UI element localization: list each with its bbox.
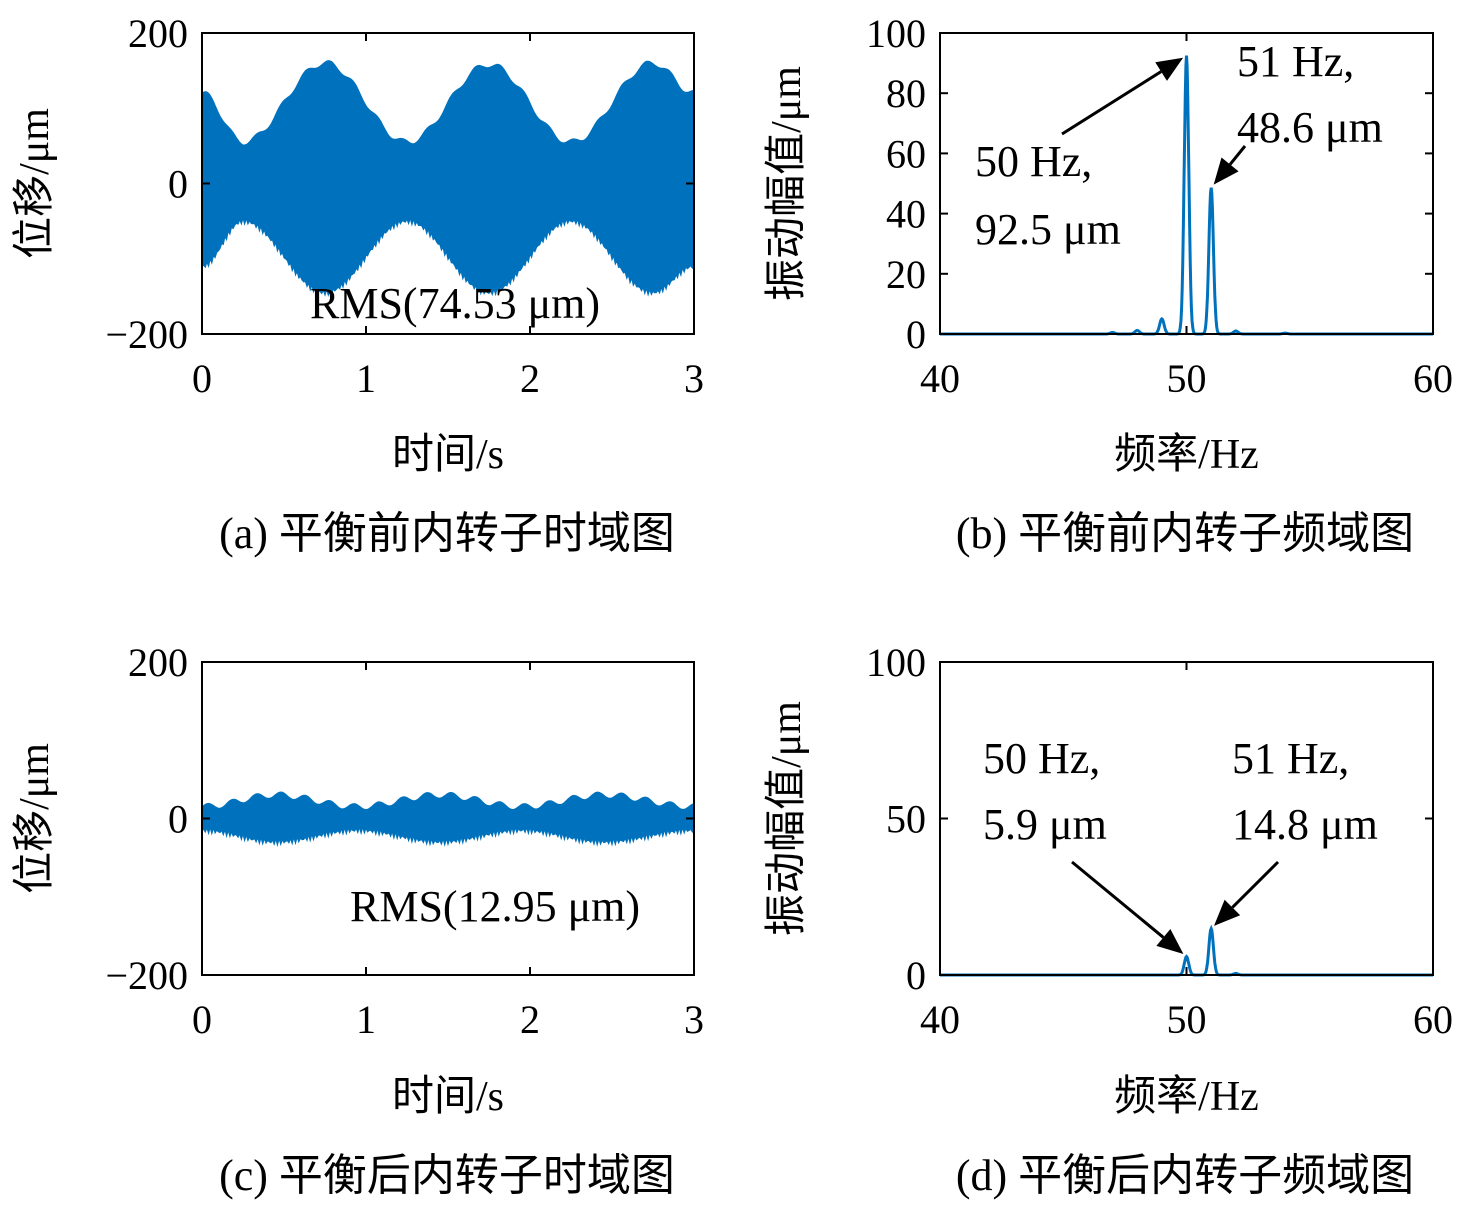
spectrum-line [940, 55, 1433, 336]
x-tick-label: 2 [520, 356, 540, 401]
y-axis-label: 位移/μm [11, 743, 58, 894]
x-tick-label: 40 [920, 997, 960, 1042]
panel-d: 40 50 60 100 50 0 频率/Hz 振动幅值/μm (d) 平衡后内转子频域图 50 … [764, 640, 1453, 1200]
panel-caption: (d) 平衡后内转子频域图 [956, 1151, 1414, 1200]
x-tick-label: 60 [1413, 997, 1453, 1042]
y-tick-label: 50 [886, 797, 926, 842]
vibration-signal [201, 791, 695, 848]
y-tick-label: 0 [168, 162, 188, 207]
x-axis-label: 频率/Hz [1114, 1073, 1259, 1120]
panel-caption: (b) 平衡前内转子频域图 [956, 509, 1414, 558]
y-axis-label: 位移/μm [11, 108, 58, 259]
y-tick-label: 0 [168, 797, 188, 842]
annotation-arrow-line [1231, 860, 1280, 909]
y-tick-label: 80 [886, 71, 926, 116]
y-tick-label: 40 [886, 192, 926, 237]
peak-annotation-line: 92.5 μm [975, 205, 1121, 254]
y-tick-label: 200 [128, 640, 188, 685]
y-tick-label: 200 [128, 11, 188, 56]
panel-b: 40 50 60 100 80 60 40 20 0 频率/Hz 振动幅值/μm (b) 平衡前内转子… [764, 11, 1453, 558]
y-axis-label: 振动幅值/μm [764, 701, 810, 936]
annotation-arrow-line [1071, 860, 1165, 939]
annotation-arrow-head [1213, 157, 1239, 185]
peak-annotation: 51 Hz, 48.6 μm [1237, 37, 1383, 152]
x-axis-label: 时间/s [392, 1074, 504, 1120]
annotation-arrow-line [1061, 70, 1162, 136]
x-tick-label: 1 [356, 356, 376, 401]
y-tick-label: 100 [866, 11, 926, 56]
x-tick-label: 0 [192, 997, 212, 1042]
y-tick-label: 60 [886, 131, 926, 176]
x-axis-label: 时间/s [392, 432, 504, 478]
peak-annotation-line: 50 Hz, [983, 734, 1100, 783]
x-tick-label: 50 [1167, 356, 1207, 401]
rms-annotation: RMS(12.95 μm) [350, 882, 640, 931]
x-tick-label: 2 [520, 997, 540, 1042]
peak-annotation-line: 14.8 μm [1232, 800, 1378, 849]
annotation-arrow-head [1213, 899, 1241, 926]
y-tick-label: 0 [906, 953, 926, 998]
peak-annotation: 51 Hz, 14.8 μm [1232, 734, 1378, 849]
x-tick-label: 40 [920, 356, 960, 401]
y-tick-label: 0 [906, 312, 926, 357]
y-tick-label: −200 [105, 953, 188, 998]
x-tick-label: 50 [1167, 997, 1207, 1042]
x-tick-label: 1 [356, 997, 376, 1042]
annotation-arrow-line [1228, 145, 1247, 166]
x-axis-label: 频率/Hz [1114, 431, 1259, 478]
vibration-signal [201, 60, 695, 298]
peak-annotation-line: 50 Hz, [975, 137, 1092, 186]
x-tick-label: 3 [684, 356, 704, 401]
annotation-arrow-head [1155, 57, 1184, 81]
panel-caption: (c) 平衡后内转子时域图 [219, 1151, 675, 1200]
peak-annotation-line: 48.6 μm [1237, 103, 1383, 152]
x-tick-label: 3 [684, 997, 704, 1042]
peak-annotation: 50 Hz, 92.5 μm [975, 137, 1121, 254]
rms-annotation: RMS(74.53 μm) [310, 279, 600, 328]
x-tick-label: 0 [192, 356, 212, 401]
peak-annotation-line: 51 Hz, [1232, 734, 1349, 783]
y-tick-label: 100 [866, 640, 926, 685]
peak-annotation: 50 Hz, 5.9 μm [983, 734, 1107, 849]
annotation-arrow-head [1156, 928, 1184, 954]
x-tick-label: 60 [1413, 356, 1453, 401]
y-axis-label: 振动幅值/μm [764, 66, 810, 301]
panel-caption: (a) 平衡前内转子时域图 [219, 509, 675, 558]
peak-annotation-line: 51 Hz, [1237, 37, 1354, 86]
y-tick-label: −200 [105, 312, 188, 357]
peak-annotation-line: 5.9 μm [983, 800, 1107, 849]
y-tick-label: 20 [886, 252, 926, 297]
